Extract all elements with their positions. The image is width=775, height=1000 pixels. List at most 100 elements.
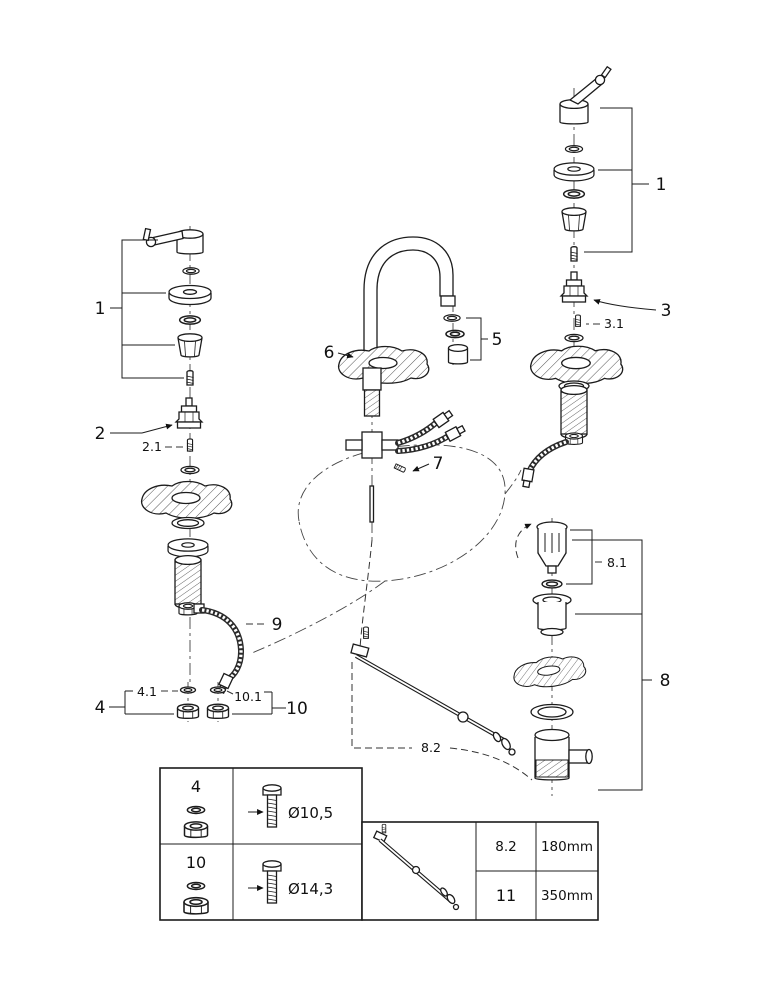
o-ring: [180, 465, 200, 475]
callout-3-1: 3.1: [586, 316, 624, 331]
callout-label-10-1: 10.1: [234, 689, 262, 704]
table-part-11-label: 11: [496, 886, 516, 905]
dome-nut: [561, 207, 587, 232]
fastener-spec-table: 4 Ø10,5 10 Ø14,3: [159, 767, 363, 921]
washer: [186, 881, 206, 891]
supply-hose: [193, 603, 245, 695]
screw: [569, 246, 579, 262]
callout-label-3: 3: [661, 301, 672, 321]
table-diameter-2: Ø14,3: [288, 880, 333, 898]
callout-1-right: 1: [584, 107, 667, 253]
hose-fitting: [432, 408, 455, 429]
callout-label-2-1: 2.1: [142, 439, 162, 454]
hex-nut: [206, 703, 230, 720]
table-length-82: 180mm: [541, 839, 593, 855]
rod-link-line: [359, 539, 373, 649]
callout-label-2: 2: [95, 424, 106, 444]
threaded-shank: [174, 554, 202, 610]
table-length-11: 350mm: [541, 888, 593, 904]
callout-label-6: 6: [324, 343, 335, 363]
callout-6: 6: [324, 343, 354, 363]
sink-underside: [511, 651, 588, 693]
callout-8: 8: [572, 539, 670, 791]
drain-seal-ring: [530, 703, 574, 721]
table-diameter-1: Ø10,5: [288, 804, 333, 822]
tee-connector: [345, 431, 399, 459]
callout-10: 10: [232, 691, 308, 719]
callout-2-1: 2.1: [142, 439, 183, 454]
callout-5: 5: [466, 317, 503, 361]
mounting-surface: [140, 480, 233, 519]
table-part-10-label: 10: [186, 853, 206, 872]
callout-8-1: 8.1: [566, 529, 627, 585]
rod-nut: [508, 748, 516, 756]
callout-8-2: 8.2: [351, 662, 533, 781]
cartridge-screw: [186, 438, 194, 452]
callout-label-5: 5: [492, 330, 503, 350]
pull-rod: [369, 485, 375, 523]
escutcheon-cap: [168, 284, 212, 306]
callout-label-1-right: 1: [656, 175, 667, 195]
supply-hose: [520, 439, 569, 489]
table-part-4-label: 4: [191, 777, 201, 796]
o-ring: [182, 267, 200, 275]
rod-washer: [501, 737, 511, 751]
o-ring: [178, 315, 202, 325]
spout-assembly: 5 6 7: [324, 236, 503, 523]
callout-1-left: 1: [95, 239, 184, 379]
connection-hoses: [395, 408, 467, 454]
metal-washer: [167, 538, 209, 558]
cartridge: [175, 397, 203, 429]
callout-2: 2: [95, 423, 173, 444]
rod-clamp: [350, 643, 370, 658]
o-ring: [562, 189, 586, 199]
base-gasket: [171, 516, 205, 530]
escutcheon-cap: [553, 162, 595, 182]
callout-label-4: 4: [95, 698, 106, 718]
mounting-surface: [529, 345, 624, 385]
washer: [209, 686, 227, 694]
handle-lever: [559, 65, 612, 125]
dome-nut: [177, 333, 203, 358]
mounting-surface: [337, 345, 430, 384]
hose-fitting: [444, 423, 467, 442]
rod-ball: [457, 711, 469, 723]
hex-nut: [183, 896, 209, 915]
callout-label-8-1: 8.1: [607, 555, 627, 570]
screw: [185, 370, 195, 386]
handle-lever: [142, 227, 204, 255]
handle-assembly-right: 1 3 3.1: [520, 65, 672, 489]
hex-nut: [176, 703, 200, 720]
o-ring: [443, 314, 461, 322]
spout: [363, 236, 454, 361]
washer: [179, 686, 197, 694]
cartridge: [560, 271, 588, 303]
drain-body: [534, 728, 593, 781]
callout-label-3-1: 3.1: [604, 316, 624, 331]
rod-washer: [492, 731, 502, 743]
callout-label-4-1: 4.1: [137, 684, 157, 699]
callout-7: 7: [412, 454, 444, 474]
o-ring: [564, 144, 584, 154]
callout-label-8-2: 8.2: [421, 740, 441, 755]
hex-nut: [183, 821, 209, 839]
callout-4-1: 4.1: [137, 684, 178, 699]
clamp-screw: [362, 626, 370, 639]
spout-shank: [362, 367, 382, 391]
set-screw: [393, 462, 407, 474]
washer: [186, 805, 206, 815]
callout-label-1-left: 1: [95, 299, 106, 319]
aerator: [447, 343, 469, 365]
cartridge-screw: [574, 314, 582, 327]
threaded-shank: [363, 389, 381, 417]
threaded-shank: [560, 384, 588, 440]
aerator-washer: [445, 329, 465, 339]
callout-4: 4: [95, 690, 174, 718]
spout-outlet: [440, 295, 456, 307]
callout-label-10: 10: [286, 699, 308, 719]
callout-label-9: 9: [272, 615, 283, 635]
handle-assembly-left: 1 2 2.1 9: [95, 227, 308, 720]
length-spec-table: 8.2 180mm 11 350mm: [361, 821, 599, 921]
callout-label-7: 7: [433, 454, 444, 474]
